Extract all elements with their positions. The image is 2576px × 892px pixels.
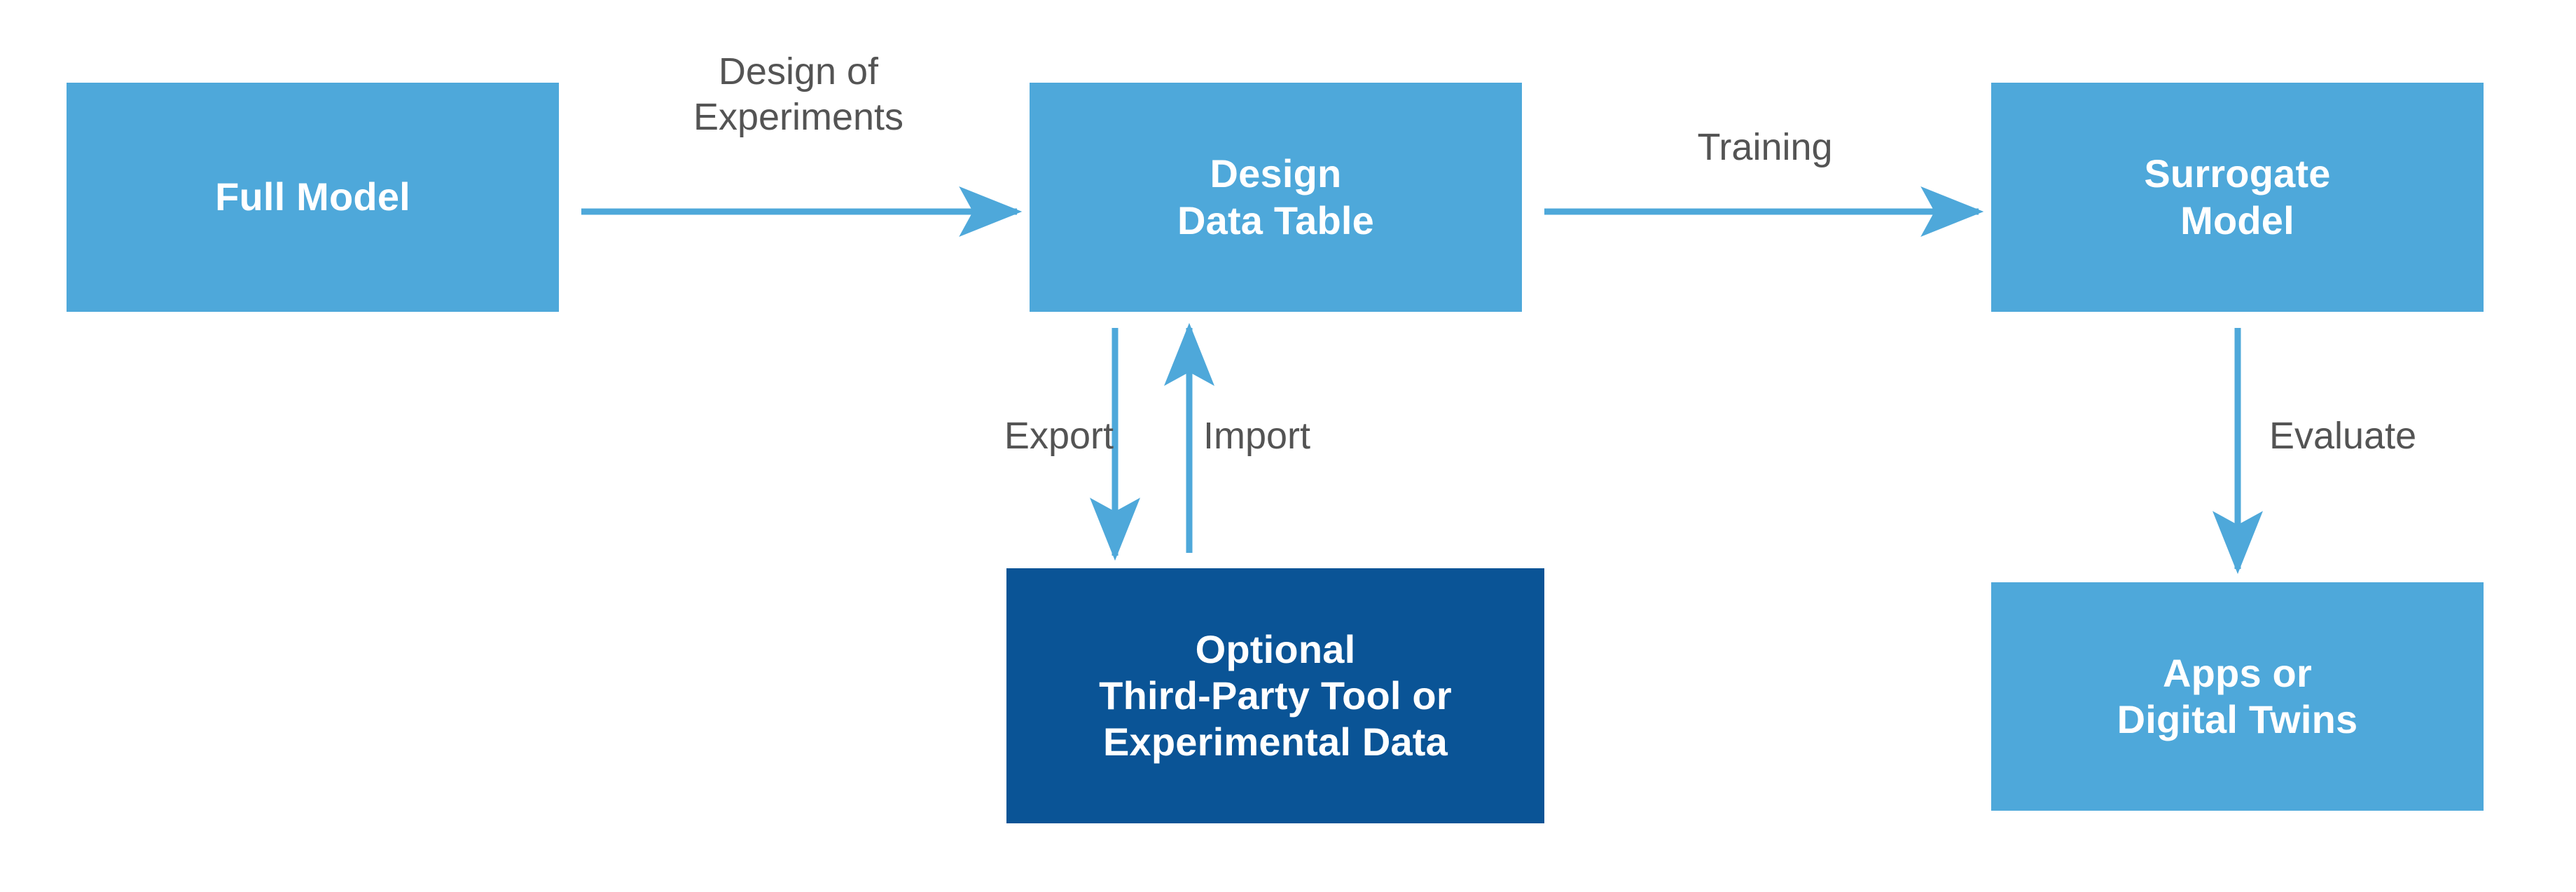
node-optional-line-2: Third-Party Tool or xyxy=(1099,673,1452,718)
node-design-data-table[interactable]: Design Data Table xyxy=(1030,83,1522,312)
node-design-data-table-line-2: Data Table xyxy=(1177,198,1375,242)
node-full-model-line-1: Full Model xyxy=(215,174,410,219)
node-optional-line-3: Experimental Data xyxy=(1102,720,1448,764)
node-optional-line-1: Optional xyxy=(1195,626,1356,671)
edge-label-evaluate: Evaluate xyxy=(2269,415,2417,457)
edge-label-import: Import xyxy=(1203,415,1311,457)
edge-label-design-of-experiments: Design of Experiments xyxy=(693,50,904,138)
node-apps-line-1: Apps or xyxy=(2163,650,2312,695)
node-apps-line-2: Digital Twins xyxy=(2117,697,2358,741)
node-surrogate-model-line-2: Model xyxy=(2180,198,2294,242)
node-surrogate-model[interactable]: Surrogate Model xyxy=(1991,83,2484,312)
node-design-data-table-line-1: Design xyxy=(1210,151,1342,196)
node-full-model[interactable]: Full Model xyxy=(67,83,559,312)
edge-label-training: Training xyxy=(1697,126,1833,168)
node-apps-or-digital-twins[interactable]: Apps or Digital Twins xyxy=(1991,582,2484,811)
node-surrogate-model-line-1: Surrogate xyxy=(2144,151,2331,196)
node-optional-third-party-tool[interactable]: Optional Third-Party Tool or Experimenta… xyxy=(1006,568,1544,823)
edge-label-export: Export xyxy=(1004,415,1114,457)
